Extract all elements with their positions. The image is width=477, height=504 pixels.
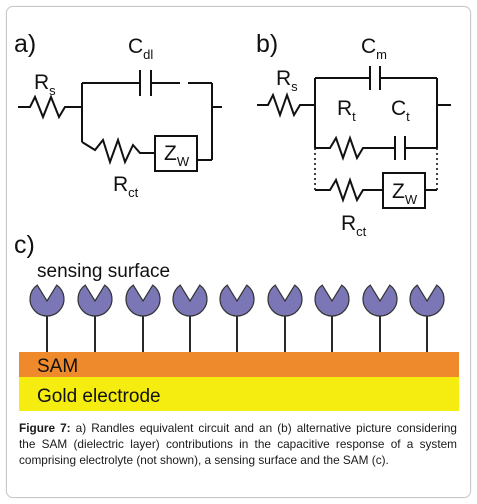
figure-diagram: a) Rs Cdl Rct ZW b) <box>14 30 459 411</box>
rct-branch-b <box>315 172 437 209</box>
receptor-head <box>362 284 398 317</box>
label-zw-b: ZW <box>392 180 418 207</box>
circuit-a <box>18 70 222 172</box>
label-rct-a: Rct <box>113 173 139 200</box>
panel-b-label: b) <box>256 30 278 58</box>
figure-frame <box>6 6 471 498</box>
resistor-rct-b <box>315 176 383 204</box>
receptor-head <box>172 284 208 317</box>
receptor-row <box>29 284 445 352</box>
receptor-head <box>267 284 303 317</box>
resistor-rct-a <box>81 136 155 166</box>
warburg-box-a <box>154 135 198 172</box>
label-zw-a: ZW <box>164 142 190 169</box>
label-cm-b: Cm <box>361 35 387 62</box>
gold-electrode-label: Gold electrode <box>37 386 161 407</box>
receptor-head <box>409 284 445 317</box>
label-cdl-a: Cdl <box>128 35 153 62</box>
label-rs-b: Rs <box>276 67 298 94</box>
label-rct-b: Rct <box>341 212 367 239</box>
receptor-head <box>77 284 113 317</box>
receptor-head <box>125 284 161 317</box>
sam-layer <box>19 352 459 377</box>
panel-c-label: c) <box>14 231 35 259</box>
resistor-rs-b <box>257 91 315 119</box>
gold-electrode-layer <box>19 377 459 411</box>
dotted-branch-b <box>314 148 438 190</box>
receptor-head <box>219 284 255 317</box>
caption-text: a) Randles equivalent circuit and an (b)… <box>19 421 457 467</box>
resistor-rt-b <box>315 134 395 162</box>
caption-lead: Figure 7: <box>19 421 71 435</box>
warburg-box-b <box>382 172 426 209</box>
receptor-head <box>29 284 65 317</box>
label-ct-b: Ct <box>391 97 410 124</box>
panel-a-label: a) <box>14 30 36 58</box>
figure-caption: Figure 7: a) Randles equivalent circuit … <box>19 421 457 468</box>
sensing-surface-label: sensing surface <box>37 261 170 282</box>
circuit-b <box>257 66 451 162</box>
resistor-rs-a <box>18 94 82 120</box>
label-rs-a: Rs <box>34 71 56 98</box>
sam-label: SAM <box>37 356 78 377</box>
label-rt-b: Rt <box>337 97 356 124</box>
receptor-head <box>314 284 350 317</box>
